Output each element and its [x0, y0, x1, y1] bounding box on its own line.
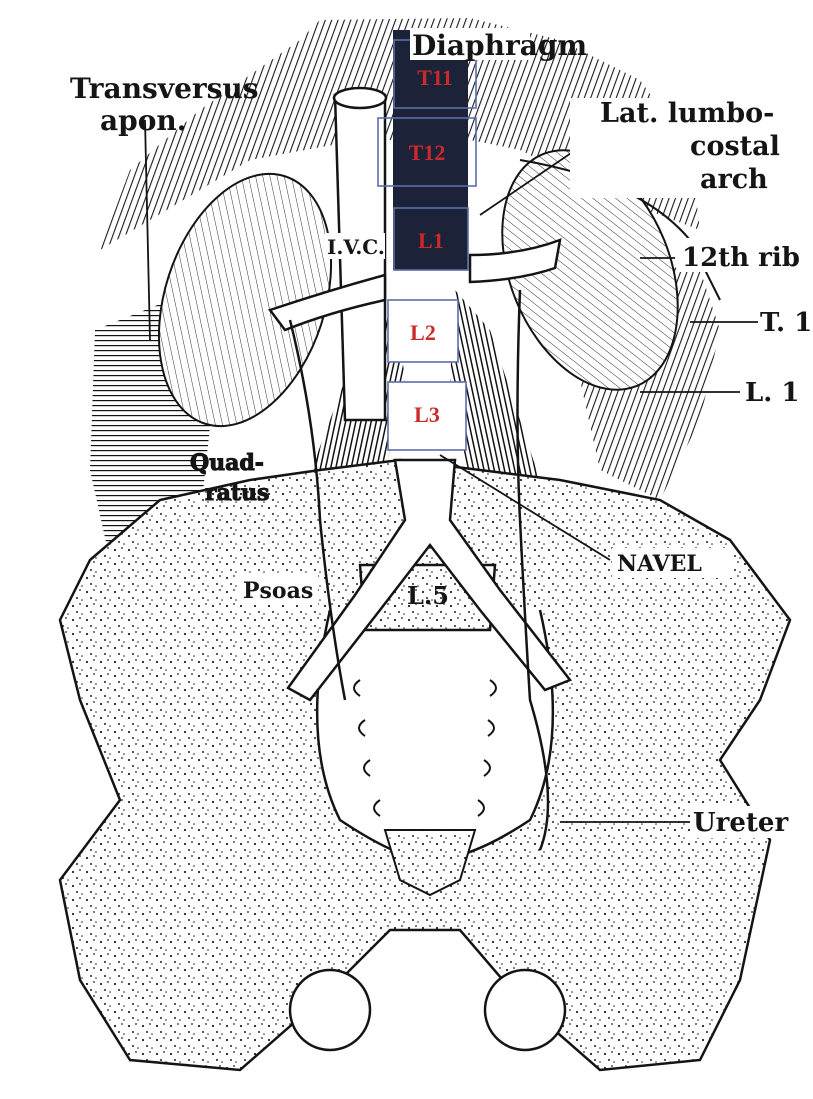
ivc-top [334, 88, 386, 108]
label-ureter: Ureter [693, 808, 788, 838]
svg-text:T12: T12 [409, 140, 446, 165]
label-quad: Quad- [190, 450, 264, 476]
right-hip-socket [485, 970, 565, 1050]
label-lat-lumbocostal: Lat. lumbo- [600, 98, 774, 129]
label-arch: arch [700, 164, 768, 195]
label-apon: apon. [100, 104, 187, 137]
label-navel: NAVEL [617, 551, 702, 577]
label-transversus: Transversus [70, 72, 259, 105]
vertebra-box-l3: L3 [388, 382, 466, 450]
vertebra-box-l2: L2 [388, 300, 458, 362]
label-t12: T. 12 [760, 308, 813, 338]
label-12th-rib: 12th rib [682, 243, 800, 273]
svg-text:T11: T11 [417, 65, 452, 90]
label-costal: costal [690, 131, 780, 162]
svg-text:L2: L2 [410, 320, 436, 345]
label-l1: L. 1 [745, 378, 799, 408]
label-ratus: ratus [205, 480, 269, 506]
label-ivc: I.V.C. [327, 235, 385, 259]
left-hip-socket [290, 970, 370, 1050]
label-l5: L.5 [407, 581, 449, 610]
label-diaphragm: Diaphragm [412, 29, 587, 62]
svg-text:L1: L1 [418, 228, 444, 253]
label-psoas: Psoas [243, 578, 313, 604]
svg-text:L3: L3 [414, 402, 440, 427]
